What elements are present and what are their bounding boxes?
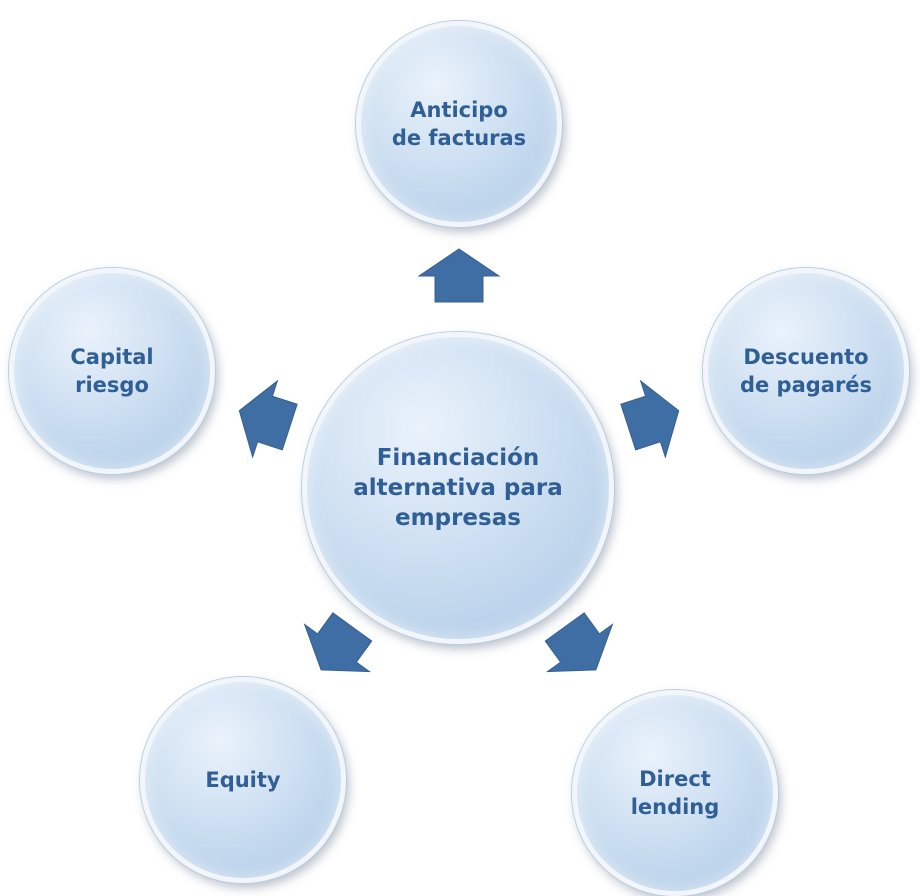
arrow-to-equity — [303, 612, 373, 673]
node-descuento-de-pagares: Descuento de pagarés — [703, 268, 909, 474]
node-anticipo-de-facturas: Anticipo de facturas — [356, 21, 562, 227]
arrow-down-left-icon — [303, 612, 373, 673]
center-label: Financiación alternativa para empresas — [353, 445, 563, 531]
arrow-up-icon — [417, 248, 501, 303]
arrow-right-icon — [620, 379, 680, 459]
arrow-to-descuento-de-pagares — [620, 379, 680, 459]
arrow-to-capital-riesgo — [238, 379, 298, 459]
arrow-to-anticipo-de-facturas — [417, 248, 501, 303]
node-capital-riesgo: Capital riesgo — [9, 268, 215, 474]
node-label: Descuento de pagarés — [739, 345, 873, 397]
arrow-down-right-icon — [544, 612, 614, 673]
node-label: Direct lending — [630, 767, 720, 819]
node-center-financiacion-alternativa: Financiación alternativa para empresas — [302, 332, 614, 644]
arrow-to-direct-lending — [544, 612, 614, 673]
node-direct-lending: Direct lending — [572, 690, 778, 896]
node-equity: Equity — [140, 677, 346, 883]
node-label: Equity — [205, 768, 281, 792]
node-label: Anticipo de facturas — [391, 98, 527, 150]
node-label: Capital riesgo — [70, 345, 154, 397]
arrow-left-icon — [238, 379, 298, 459]
